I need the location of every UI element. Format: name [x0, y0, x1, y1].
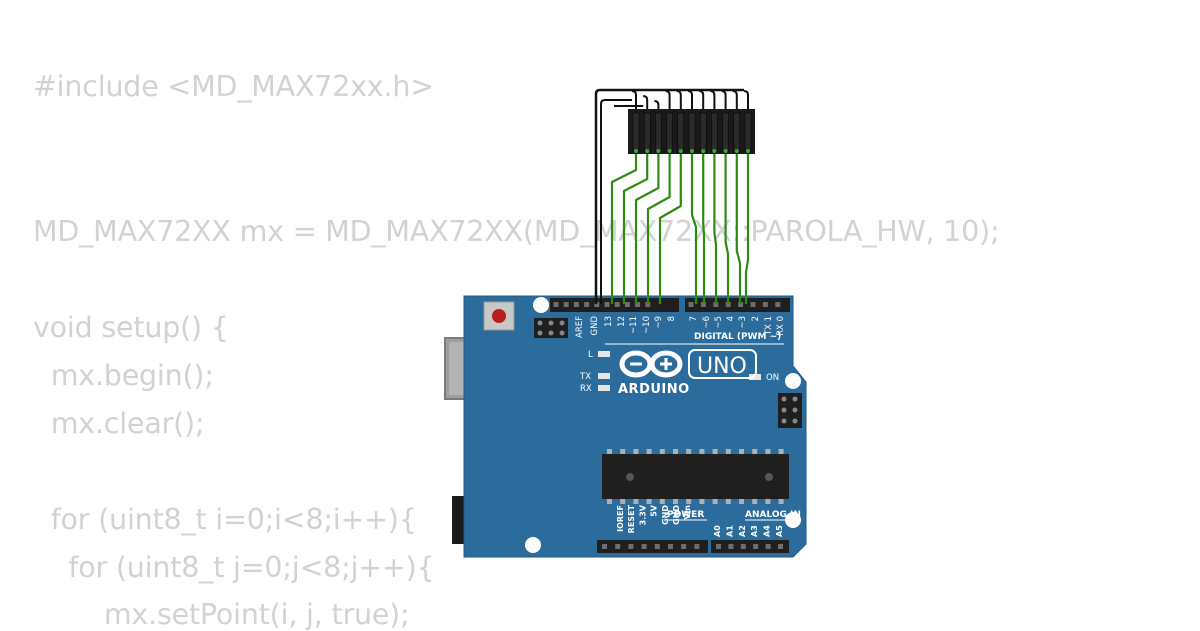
digital-pin-label: TX 1 — [764, 316, 774, 336]
analog-header — [711, 540, 789, 553]
arduino-logo — [619, 350, 683, 378]
led-rx — [598, 385, 610, 391]
power-header — [597, 540, 708, 553]
led-l — [598, 351, 610, 357]
model-badge — [688, 349, 757, 379]
header-pin[interactable] — [641, 544, 647, 549]
analog-pin-label: A5 — [775, 525, 784, 537]
header-pin[interactable] — [753, 544, 759, 549]
header-pin[interactable] — [738, 302, 744, 307]
power-pin-label: 5V — [650, 504, 659, 517]
code-line-include: #include <MD_MAX72xx.h> — [33, 70, 434, 103]
code-line-loop-i: for (uint8_t i=0;i<8;i++){ — [33, 503, 417, 536]
header-pin[interactable] — [563, 302, 569, 307]
code-line-object: MD_MAX72XX mx = MD_MAX72XX(MD_MAX72XX::P… — [33, 215, 1000, 248]
header-pin[interactable] — [740, 544, 746, 549]
digital-pin-label: ~11 — [629, 316, 639, 334]
digital-pin-label: RX 0 — [776, 316, 786, 336]
analog-pin-label: A0 — [713, 525, 722, 537]
mounting-hole — [785, 373, 801, 389]
header-pin[interactable] — [716, 544, 721, 549]
code-line-begin: mx.begin(); — [33, 359, 214, 392]
header-pin[interactable] — [750, 302, 756, 307]
header-pin[interactable] — [725, 302, 731, 307]
digital-pin-label: AREF — [575, 316, 585, 338]
analog-pin-label: A3 — [750, 525, 759, 537]
power-pin-label: IOREF — [616, 505, 625, 532]
header-pin[interactable] — [635, 302, 641, 307]
mounting-hole — [785, 512, 801, 528]
digital-pin-label: 12 — [617, 316, 627, 327]
digital-pin-label: GND — [590, 316, 600, 336]
digital-header-left — [550, 298, 679, 312]
header-pin[interactable] — [584, 302, 590, 307]
header-pin[interactable] — [614, 302, 620, 307]
digital-pin-label: ~3 — [738, 316, 748, 329]
analog-label: ANALOG IN — [745, 510, 801, 520]
analog-pin-label: A1 — [725, 525, 734, 537]
mounting-hole — [533, 297, 549, 313]
digital-pin-label: ~10 — [642, 316, 652, 334]
led-tx — [598, 373, 610, 379]
power-label: POWER — [667, 510, 704, 520]
header-pin[interactable] — [628, 544, 634, 549]
header-pin[interactable] — [765, 544, 771, 549]
header-pin[interactable] — [624, 302, 630, 307]
brand-text: ARDUINO — [618, 382, 690, 397]
digital-pin-label: ~6 — [702, 316, 712, 329]
power-pin-label: 3.3V — [638, 504, 647, 525]
digital-label: DIGITAL (PWM ~) — [694, 332, 781, 342]
header-pin[interactable] — [700, 302, 706, 307]
header-pin[interactable] — [728, 544, 734, 549]
analog-pin-label: A4 — [763, 525, 772, 537]
header-pin[interactable] — [694, 544, 700, 549]
matrix-connector — [628, 109, 755, 154]
digital-pin-label: 7 — [689, 316, 699, 321]
header-pin[interactable] — [654, 544, 660, 549]
code-line-loop-j: for (uint8_t j=0;j<8;j++){ — [33, 551, 435, 584]
digital-header-right — [685, 298, 790, 312]
jumper-wires — [594, 88, 750, 304]
header-pin[interactable] — [553, 302, 559, 307]
header-pin[interactable] — [615, 544, 621, 549]
digital-pin-label: ~5 — [714, 316, 724, 329]
header-pin[interactable] — [688, 302, 694, 307]
header-pin[interactable] — [594, 302, 600, 307]
power-pin-label: GND — [672, 505, 681, 525]
header-pin[interactable] — [645, 302, 651, 307]
digital-pin-label: ~9 — [654, 316, 664, 329]
icsp-header — [534, 318, 568, 338]
header-pin[interactable] — [681, 544, 687, 549]
power-pin-label: RESET — [627, 504, 636, 533]
led-on — [749, 374, 761, 380]
header-pin[interactable] — [668, 544, 673, 549]
header-pin[interactable] — [602, 544, 607, 549]
header-pin[interactable] — [573, 302, 579, 307]
digital-pin-label: 8 — [667, 316, 677, 321]
model-text: UNO — [697, 354, 747, 379]
header-pin[interactable] — [713, 302, 719, 307]
header-pin[interactable] — [775, 302, 781, 307]
digital-pin-label: 13 — [604, 316, 614, 327]
header-pin[interactable] — [778, 544, 783, 549]
mounting-hole — [525, 537, 541, 553]
power-pin-label: GND — [661, 505, 670, 525]
led-tx-label: TX — [579, 372, 591, 382]
analog-pin-label: A2 — [738, 525, 747, 537]
led-rx-label: RX — [580, 384, 592, 394]
code-line-clear: mx.clear(); — [33, 407, 205, 440]
code-line-setpoint: mx.setPoint(i, j, true); — [33, 598, 410, 631]
digital-pin-label: 4 — [726, 316, 736, 321]
header-pin[interactable] — [762, 302, 768, 307]
icsp-header-right — [778, 393, 802, 428]
led-l-label: L — [588, 350, 593, 360]
digital-pin-label: 2 — [751, 316, 761, 321]
code-line-setup: void setup() { — [33, 311, 229, 344]
header-pin[interactable] — [604, 302, 610, 307]
power-pin-label: Vin — [683, 505, 692, 520]
led-on-label: ON — [766, 373, 779, 383]
